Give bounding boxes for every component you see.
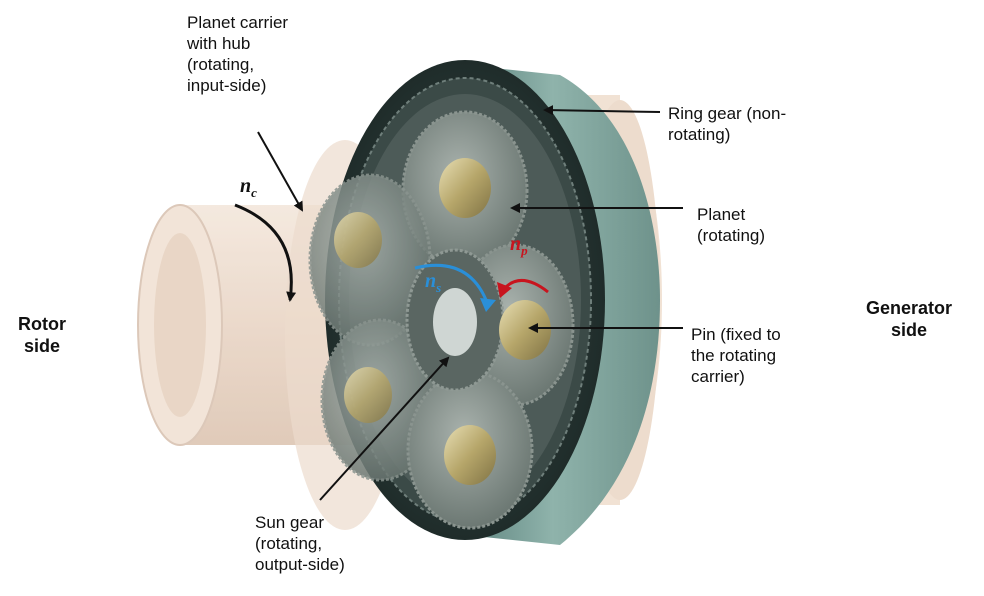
callout-lines	[257, 105, 683, 501]
planet-label: Planet (rotating)	[697, 205, 766, 245]
carrier-speed-symbol: nc	[240, 175, 257, 200]
generator-side-label: Generator side	[866, 298, 953, 340]
ring-leader	[543, 105, 661, 116]
pin-highlighted	[499, 300, 551, 360]
sun-speed-symbol: ns	[425, 270, 442, 295]
carrier-rotation-arrow	[234, 203, 297, 302]
carrier-label: Planet carrier with hub (rotating, input…	[187, 13, 289, 95]
carrier-leader	[257, 131, 303, 212]
sun-gear	[405, 248, 505, 392]
sun-rotation-arrowhead	[480, 298, 496, 312]
rotor-side-label: Rotor side	[18, 314, 66, 356]
planet-rotation-arrowhead	[497, 282, 512, 298]
planet-speed-symbol: np	[510, 233, 528, 258]
sun-leader	[319, 356, 450, 501]
pin-label: Pin (fixed to the rotating carrier)	[691, 325, 781, 386]
planet-pins	[334, 158, 551, 485]
ring-gear-label: Ring gear (non- rotating)	[668, 104, 787, 144]
sun-gear-label: Sun gear (rotating, output-side)	[255, 513, 345, 574]
sun-rotation-arrow	[414, 263, 490, 306]
